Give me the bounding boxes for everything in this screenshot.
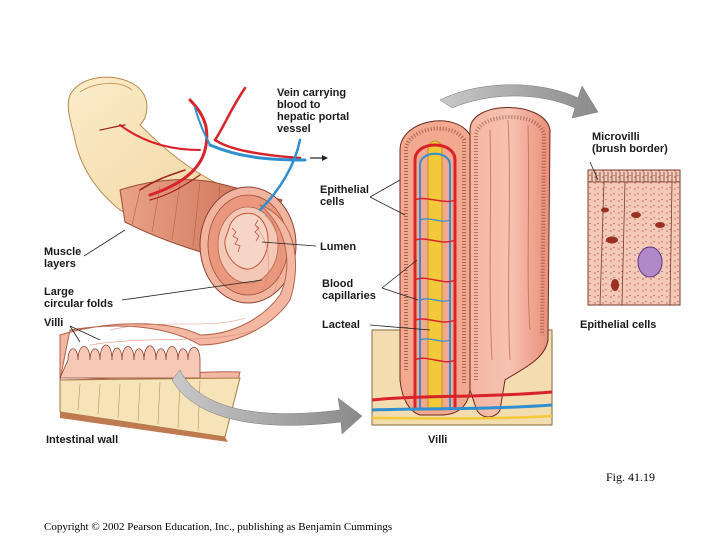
- wall-villi-row: [59, 344, 201, 379]
- label-lacteal: Lacteal: [322, 319, 360, 331]
- copyright-notice: Copyright © 2002 Pearson Education, Inc.…: [44, 521, 392, 533]
- nucleus: [637, 246, 663, 278]
- label-villi-bottom: Villi: [428, 434, 447, 446]
- leader-lines: [69, 161, 599, 343]
- lacteal-vessel: [427, 140, 443, 411]
- label-microvilli: Microvilli (brush border): [592, 131, 668, 155]
- arrow-to-microvilli: [439, 84, 599, 119]
- label-muscle-layers: Muscle layers: [44, 246, 84, 270]
- labels: Vein carrying blood to hepatic portal ve…: [44, 87, 668, 446]
- villus-right: [469, 107, 551, 418]
- mesenteric-vessels: [99, 86, 307, 212]
- label-large-circular-folds: Large circular folds: [44, 286, 113, 310]
- intestine-tube: [59, 76, 297, 442]
- microvilli-inset: [587, 169, 681, 306]
- figure-caption: Fig. 41.19: [606, 470, 655, 484]
- label-villi-small: Villi: [44, 317, 63, 329]
- villus-block: [371, 107, 553, 426]
- arrow-to-villi: [171, 369, 363, 435]
- label-blood-capillaries: Blood capillaries: [322, 278, 376, 302]
- label-vein: Vein carrying blood to hepatic portal ve…: [277, 87, 352, 135]
- opened-intestinal-sheet: [59, 204, 297, 436]
- lumen: [224, 212, 269, 270]
- label-epithelial-cells-villus: Epithelial cells: [320, 184, 372, 208]
- label-intestinal-wall: Intestinal wall: [46, 434, 118, 446]
- label-lumen: Lumen: [320, 241, 356, 253]
- label-epithelial-cells-inset: Epithelial cells: [580, 319, 656, 331]
